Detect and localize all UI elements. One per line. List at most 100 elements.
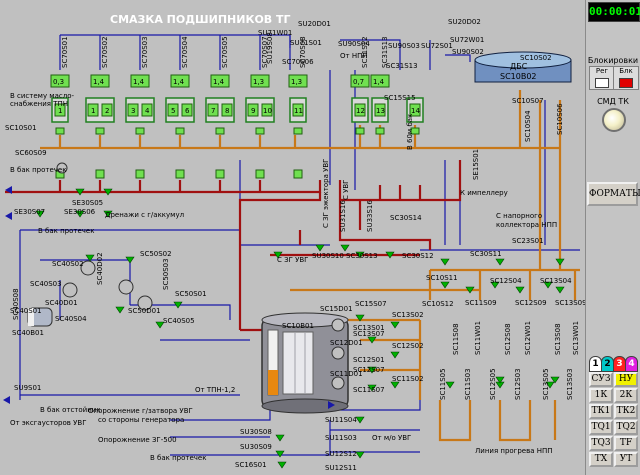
valve-icon[interactable] [85,254,95,262]
valve-icon[interactable] [445,381,455,389]
label-su11s03: SU11S03 [325,434,357,442]
valve-icon[interactable] [355,416,365,424]
pump-sc40d02[interactable] [80,260,96,276]
valve-icon[interactable] [35,210,45,218]
bearing-supply-valve[interactable] [355,127,365,135]
dbs-tank[interactable]: ДБС SC10B02 [474,51,572,83]
bearing-supply-valve[interactable] [293,127,303,135]
valve-icon[interactable] [515,286,525,294]
valve-icon[interactable] [340,244,350,252]
pump-sc40d01[interactable] [62,282,78,298]
nav-button[interactable]: 2К [614,388,638,403]
valve-icon[interactable] [465,286,475,294]
nav-button[interactable]: УТ [614,452,638,467]
valve-icon[interactable] [367,366,377,374]
valve-icon[interactable] [275,434,285,442]
valve-icon[interactable] [103,188,113,196]
valve-icon[interactable] [355,251,365,259]
bearing-group[interactable]: 14 [406,97,424,135]
page-tab-4[interactable]: 4 [625,356,638,372]
valve-icon[interactable] [390,321,400,329]
bearing-supply-valve[interactable] [135,127,145,135]
valve-icon[interactable] [275,450,285,458]
label-sc13s03: SC13S03 [566,368,574,400]
nav-button[interactable]: ТК1 [589,404,613,419]
valve-icon[interactable] [155,321,165,329]
valve-icon[interactable] [440,281,450,289]
nav-button[interactable]: ТК2 [614,404,638,419]
pump-sc50d01[interactable] [137,295,153,311]
valve-icon[interactable] [125,256,135,264]
smd-lamp[interactable] [602,108,626,132]
nav-button[interactable]: ТХ [589,452,613,467]
label-sc40d02: SC40D02 [96,252,104,285]
nav-button[interactable]: ТQ1 [589,420,613,435]
valve-icon[interactable] [390,351,400,359]
blk-blk-indicator[interactable]: Блк [613,66,639,90]
valve-icon[interactable] [555,286,565,294]
valve-icon[interactable] [545,381,555,389]
label-sc10s12: SC10S12 [422,300,454,308]
bearing-number-box [261,103,273,117]
bearing-number: 4 [145,107,150,115]
nav-button[interactable]: НУ [614,372,638,387]
valve-icon[interactable] [355,314,365,322]
bearing-drain-valve[interactable] [255,169,265,179]
valve-icon[interactable] [495,258,505,266]
bearing-supply-valve[interactable] [215,127,225,135]
valve-icon[interactable] [273,251,283,259]
bearing-supply-valve[interactable] [375,127,385,135]
valve-icon[interactable] [555,258,565,266]
valve-icon[interactable] [75,188,85,196]
valve-icon[interactable] [390,381,400,389]
valve-icon[interactable] [277,461,287,469]
valve-icon[interactable] [543,281,553,289]
bearing-drain-valve[interactable] [293,169,303,179]
bearing-supply-valve[interactable] [410,127,420,135]
valve-icon[interactable] [75,210,85,218]
valve-icon[interactable] [315,244,325,252]
bearing-drain-valve[interactable] [95,169,105,179]
bearing-tag: SC70S04 [181,36,189,68]
bearing-drain-valve[interactable] [175,169,185,179]
blk-reg-indicator[interactable]: Рег [589,66,615,90]
valve-icon[interactable] [355,451,365,459]
valve-sc10s01[interactable] [56,162,68,174]
nav-button[interactable]: 1К [589,388,613,403]
valve-icon[interactable] [550,376,560,384]
valve-icon[interactable] [385,251,395,259]
bearing-supply-valve[interactable] [175,127,185,135]
valve-icon[interactable] [367,384,377,392]
main-oil-tank[interactable]: SC10B01 [261,312,349,414]
nav-button[interactable]: ТQ2 [614,420,638,435]
formats-button[interactable]: ФОРМАТЫ [587,182,640,206]
pump-sc50d02[interactable] [118,279,134,295]
nav-button[interactable]: ТQ3 [589,436,613,451]
bearing-supply-valve[interactable] [255,127,265,135]
bearing-drain-valve[interactable] [215,169,225,179]
label-ot-tpn: От ТПН-1,2 [195,386,235,394]
nav-button[interactable]: ТF [614,436,638,451]
valve-icon[interactable] [495,376,505,384]
valve-icon[interactable] [173,301,183,309]
nav-button[interactable]: СУЗ [589,372,613,387]
bearing-supply-valve[interactable] [55,127,65,135]
valve-icon[interactable] [367,336,377,344]
bearing-drain-valve[interactable] [135,169,145,179]
valve-icon[interactable] [103,210,113,218]
label-sc13w01: SC13W01 [572,321,580,355]
small-tank[interactable]: SC40B01 [12,307,53,337]
valve-icon[interactable] [115,306,125,314]
valve-icon[interactable] [490,281,500,289]
valve-icon[interactable] [440,258,450,266]
bearing-supply-valve[interactable] [95,127,105,135]
